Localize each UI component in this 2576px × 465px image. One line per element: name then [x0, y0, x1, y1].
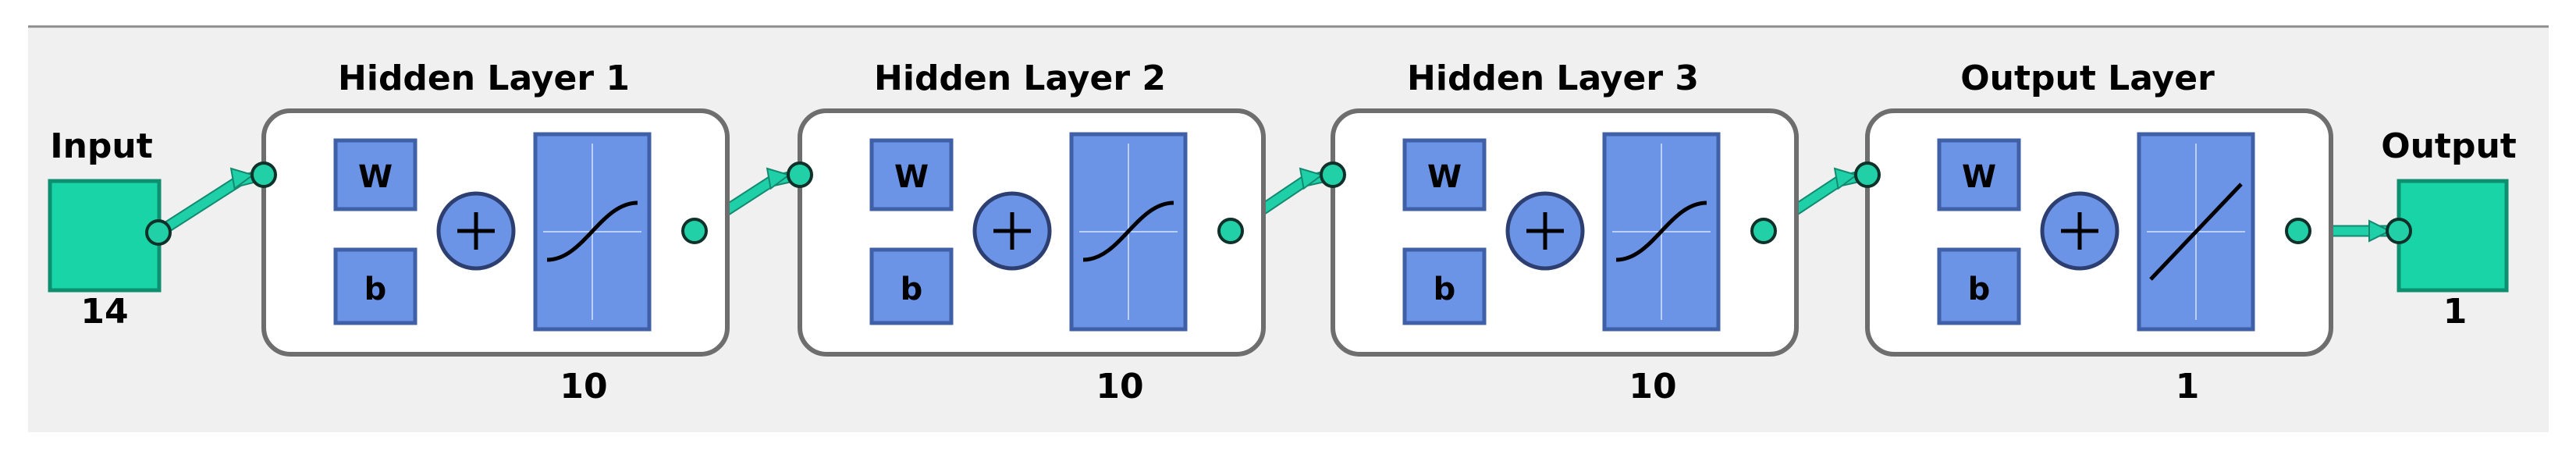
output-node [2386, 218, 2412, 244]
plus-circle-icon [2040, 191, 2119, 271]
layer-4-size: 1 [2176, 367, 2200, 406]
layer-1-to-next-arrow [766, 167, 791, 190]
plus-circle-icon [1505, 191, 1585, 271]
layer-3-bias-block [1402, 247, 1487, 325]
layer-3-input-node [1320, 162, 1346, 188]
layer-4-to-output-arrow [2368, 219, 2392, 243]
layer-1-input-node [250, 162, 277, 188]
input-size: 14 [80, 292, 128, 332]
input-label: Input [50, 126, 153, 166]
layer-1-weight-block [333, 138, 417, 211]
layer-3-title: Hidden Layer 3 [1407, 59, 1699, 98]
layer-3-weight-label: W [1427, 159, 1462, 195]
output-square [2397, 179, 2509, 293]
layer-4-weight-block [1937, 138, 2021, 211]
layer-3-bias-label: b [1434, 272, 1456, 307]
layer-4-input-node [1854, 162, 1881, 188]
layer-1-bias-block [333, 247, 417, 325]
output-block: Output 1 [2381, 126, 2517, 332]
output-label: Output [2381, 126, 2517, 166]
layer-1-weight-label: W [358, 159, 393, 195]
layer-1-title: Hidden Layer 1 [338, 59, 630, 98]
input-node [145, 219, 172, 246]
layer-3-to-next-arrow [1833, 167, 1859, 190]
sigmoid-curve-icon [1069, 132, 1188, 332]
layer-4-weight-label: W [1962, 159, 1996, 195]
layer-2-weight-label: W [894, 159, 929, 195]
layer-1-size: 10 [560, 367, 607, 406]
layer-2-output-node [1217, 218, 1244, 244]
layer-2-to-next-arrow [1299, 167, 1324, 190]
layer-4-title: Output Layer [1960, 59, 2215, 98]
input-arrow [229, 167, 255, 190]
layer-1-output-node [681, 218, 708, 244]
layer-2-bias-label: b [901, 272, 923, 307]
layer-3-block: Hidden Layer 3 Wb 10 [1331, 59, 1799, 406]
junction-nodes [145, 162, 2412, 246]
layer-2-title: Hidden Layer 2 [874, 59, 1166, 98]
layer-2-size: 10 [1096, 367, 1143, 406]
input-block: Input 14 [48, 126, 162, 332]
layer-2-block: Hidden Layer 2 Wb 10 [798, 59, 1266, 406]
layer-3-size: 10 [1629, 367, 1676, 406]
layer-4-output-node [2285, 218, 2311, 244]
layer-3-weight-block [1402, 138, 1487, 211]
layer-4-bias-label: b [1968, 272, 1991, 307]
sigmoid-curve-icon [533, 132, 652, 332]
layer-2-input-node [787, 162, 813, 188]
layer-4-bias-block [1937, 247, 2021, 325]
layer-2-bias-block [869, 247, 954, 325]
plus-circle-icon [972, 191, 1052, 271]
plus-circle-icon [436, 191, 516, 271]
layer-1-bias-label: b [364, 272, 387, 307]
input-square [48, 179, 162, 293]
linear-line-icon [2137, 132, 2255, 332]
sigmoid-curve-icon [1602, 132, 1721, 332]
output-size: 1 [2443, 292, 2468, 332]
layer-2-weight-block [869, 138, 954, 211]
layer-3-output-node [1750, 218, 1777, 244]
layer-1-block: Hidden Layer 1 Wb 10 [261, 59, 730, 406]
